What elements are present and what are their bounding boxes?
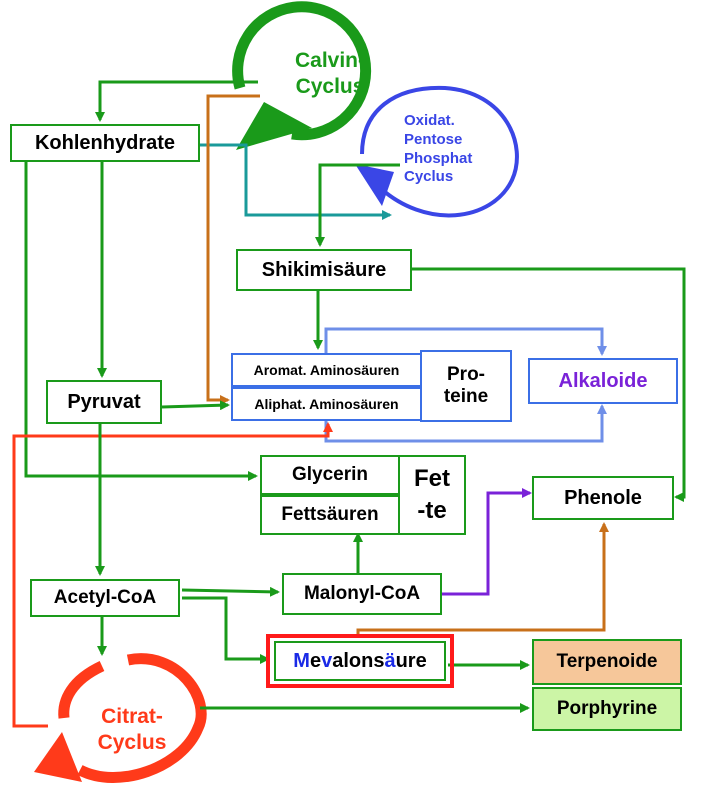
mevalonsaeure-letter-m: M: [293, 649, 310, 672]
calvin-cycle-label-line1: Calvin-: [294, 49, 365, 72]
node-mevalonsaeure: Mevalonsäure: [274, 641, 446, 681]
mevalonsaeure-text-alons: alons: [332, 649, 385, 672]
arrow-kohlenhydrate-glycerin: [24, 162, 258, 481]
arrow-acetylcoa-malonylcoa: [181, 586, 280, 597]
arrow-calvin-kohlenhydrate: [95, 80, 258, 122]
node-phenole-label: Phenole: [564, 486, 642, 509]
node-shikimisaeure: Shikimisäure: [236, 249, 412, 291]
citrat-cycle-ring-left: [58, 661, 105, 719]
calvin-cycle-label: Calvin- Cyclus: [266, 48, 394, 101]
mevalonsaeure-highlight-frame: [266, 634, 454, 688]
node-shikimisaeure-label: Shikimisäure: [261, 258, 387, 281]
node-terpenoide-label: Terpenoide: [556, 651, 658, 672]
arrow-shikimisaeure-phenole: [412, 267, 686, 502]
arrow-aminosaeuren-alkaloide-top: [324, 327, 607, 356]
pentose-cycle-label-line1: Oxidat.: [404, 112, 455, 129]
arrow-calvin-aliphat: [206, 94, 260, 405]
arrow-pyruvat-aliphat: [161, 400, 230, 411]
node-acetyl-coa-label: Acetyl-CoA: [53, 587, 157, 608]
node-glycerin-label: Glycerin: [291, 464, 369, 485]
node-kohlenhydrate-label: Kohlenhydrate: [34, 131, 176, 154]
node-porphyrine-label: Porphyrine: [556, 698, 658, 719]
arrow-citrat-aliphat: [12, 422, 333, 728]
citrat-cycle-label: Citrat- Cyclus: [72, 704, 192, 757]
node-malonyl-coa-label: Malonyl-CoA: [303, 583, 421, 604]
node-fettsaeuren-label: Fettsäuren: [281, 504, 379, 525]
mevalonsaeure-letter-v: v: [321, 649, 333, 672]
calvin-cycle-label-line2: Cyclus: [295, 75, 365, 99]
node-acetyl-coa: Acetyl-CoA: [30, 579, 180, 617]
node-aromat-aminosaeuren-label: Aromat. Aminosäuren: [253, 362, 400, 378]
node-proteine: Pro- teine: [420, 350, 512, 422]
node-aliphat-aminosaeuren: Aliphat. Aminosäuren: [231, 387, 422, 421]
node-fette: Fet -te: [398, 455, 466, 535]
node-kohlenhydrate: Kohlenhydrate: [10, 124, 200, 162]
mevalonsaeure-text-ure: ure: [395, 649, 427, 672]
pentose-cycle-label: Oxidat. Pentose Phosphat Cyclus: [404, 112, 500, 187]
pentose-cycle-arrowhead: [355, 164, 394, 206]
node-fette-line2: -te: [417, 497, 447, 524]
node-proteine-line2: teine: [443, 386, 489, 407]
node-pyruvat: Pyruvat: [46, 380, 162, 424]
citrat-cycle-label-line2: Cyclus: [97, 731, 167, 755]
arrow-pentose-shikimisaeure: [315, 163, 400, 247]
arrow-kohlenhydrate-pentose: [198, 143, 392, 220]
pentose-cycle-label-line2: Pentose: [404, 130, 463, 148]
node-fettsaeuren: Fettsäuren: [260, 495, 400, 535]
node-terpenoide: Terpenoide: [532, 639, 682, 685]
node-mevalonsaeure-label: Mevalonsäure: [293, 650, 426, 673]
arrow-acetylcoa-mevalonsaeure: [182, 596, 270, 664]
citrat-cycle-arrowhead: [34, 732, 82, 782]
node-malonyl-coa: Malonyl-CoA: [282, 573, 442, 615]
pentose-cycle-label-line4: Cyclus: [404, 168, 454, 186]
node-pyruvat-label: Pyruvat: [67, 390, 141, 413]
mevalonsaeure-letter-e: e: [309, 649, 322, 672]
pentose-cycle-ring: [360, 85, 519, 218]
node-proteine-line1: Pro-: [447, 364, 485, 385]
node-phenole: Phenole: [532, 476, 674, 520]
arrow-mevalonsaeure-phenole: [356, 522, 609, 636]
calvin-cycle-arrowhead: [236, 102, 312, 150]
node-glycerin: Glycerin: [260, 455, 400, 495]
arrow-malonylcoa-phenole: [440, 488, 532, 596]
node-fette-line1: Fet: [414, 465, 450, 492]
node-aromat-aminosaeuren: Aromat. Aminosäuren: [231, 353, 422, 387]
mevalonsaeure-letter-ae: ä: [384, 649, 396, 672]
node-alkaloide-label: Alkaloide: [558, 369, 648, 392]
citrat-cycle-ring: [77, 653, 207, 783]
citrat-cycle-label-line1: Citrat-: [101, 705, 163, 728]
node-alkaloide: Alkaloide: [528, 358, 678, 404]
node-aliphat-aminosaeuren-label: Aliphat. Aminosäuren: [254, 396, 399, 412]
pentose-cycle-label-line3: Phosphat: [404, 149, 473, 167]
node-porphyrine: Porphyrine: [532, 687, 682, 731]
calvin-cycle-ring: [232, 1, 372, 141]
